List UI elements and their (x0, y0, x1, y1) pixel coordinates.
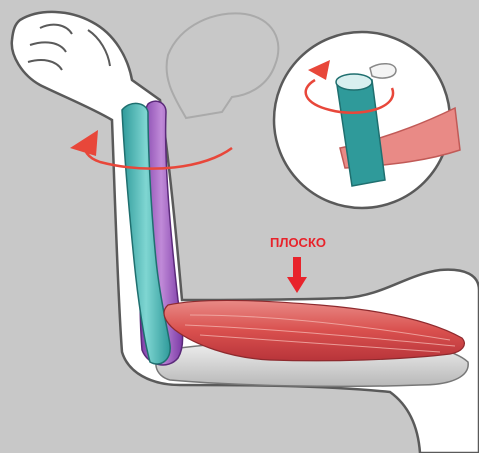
zoom-second-bone (370, 64, 396, 78)
zoom-bone-top (336, 74, 372, 90)
muscle-label: ПЛОСКО (270, 235, 326, 250)
